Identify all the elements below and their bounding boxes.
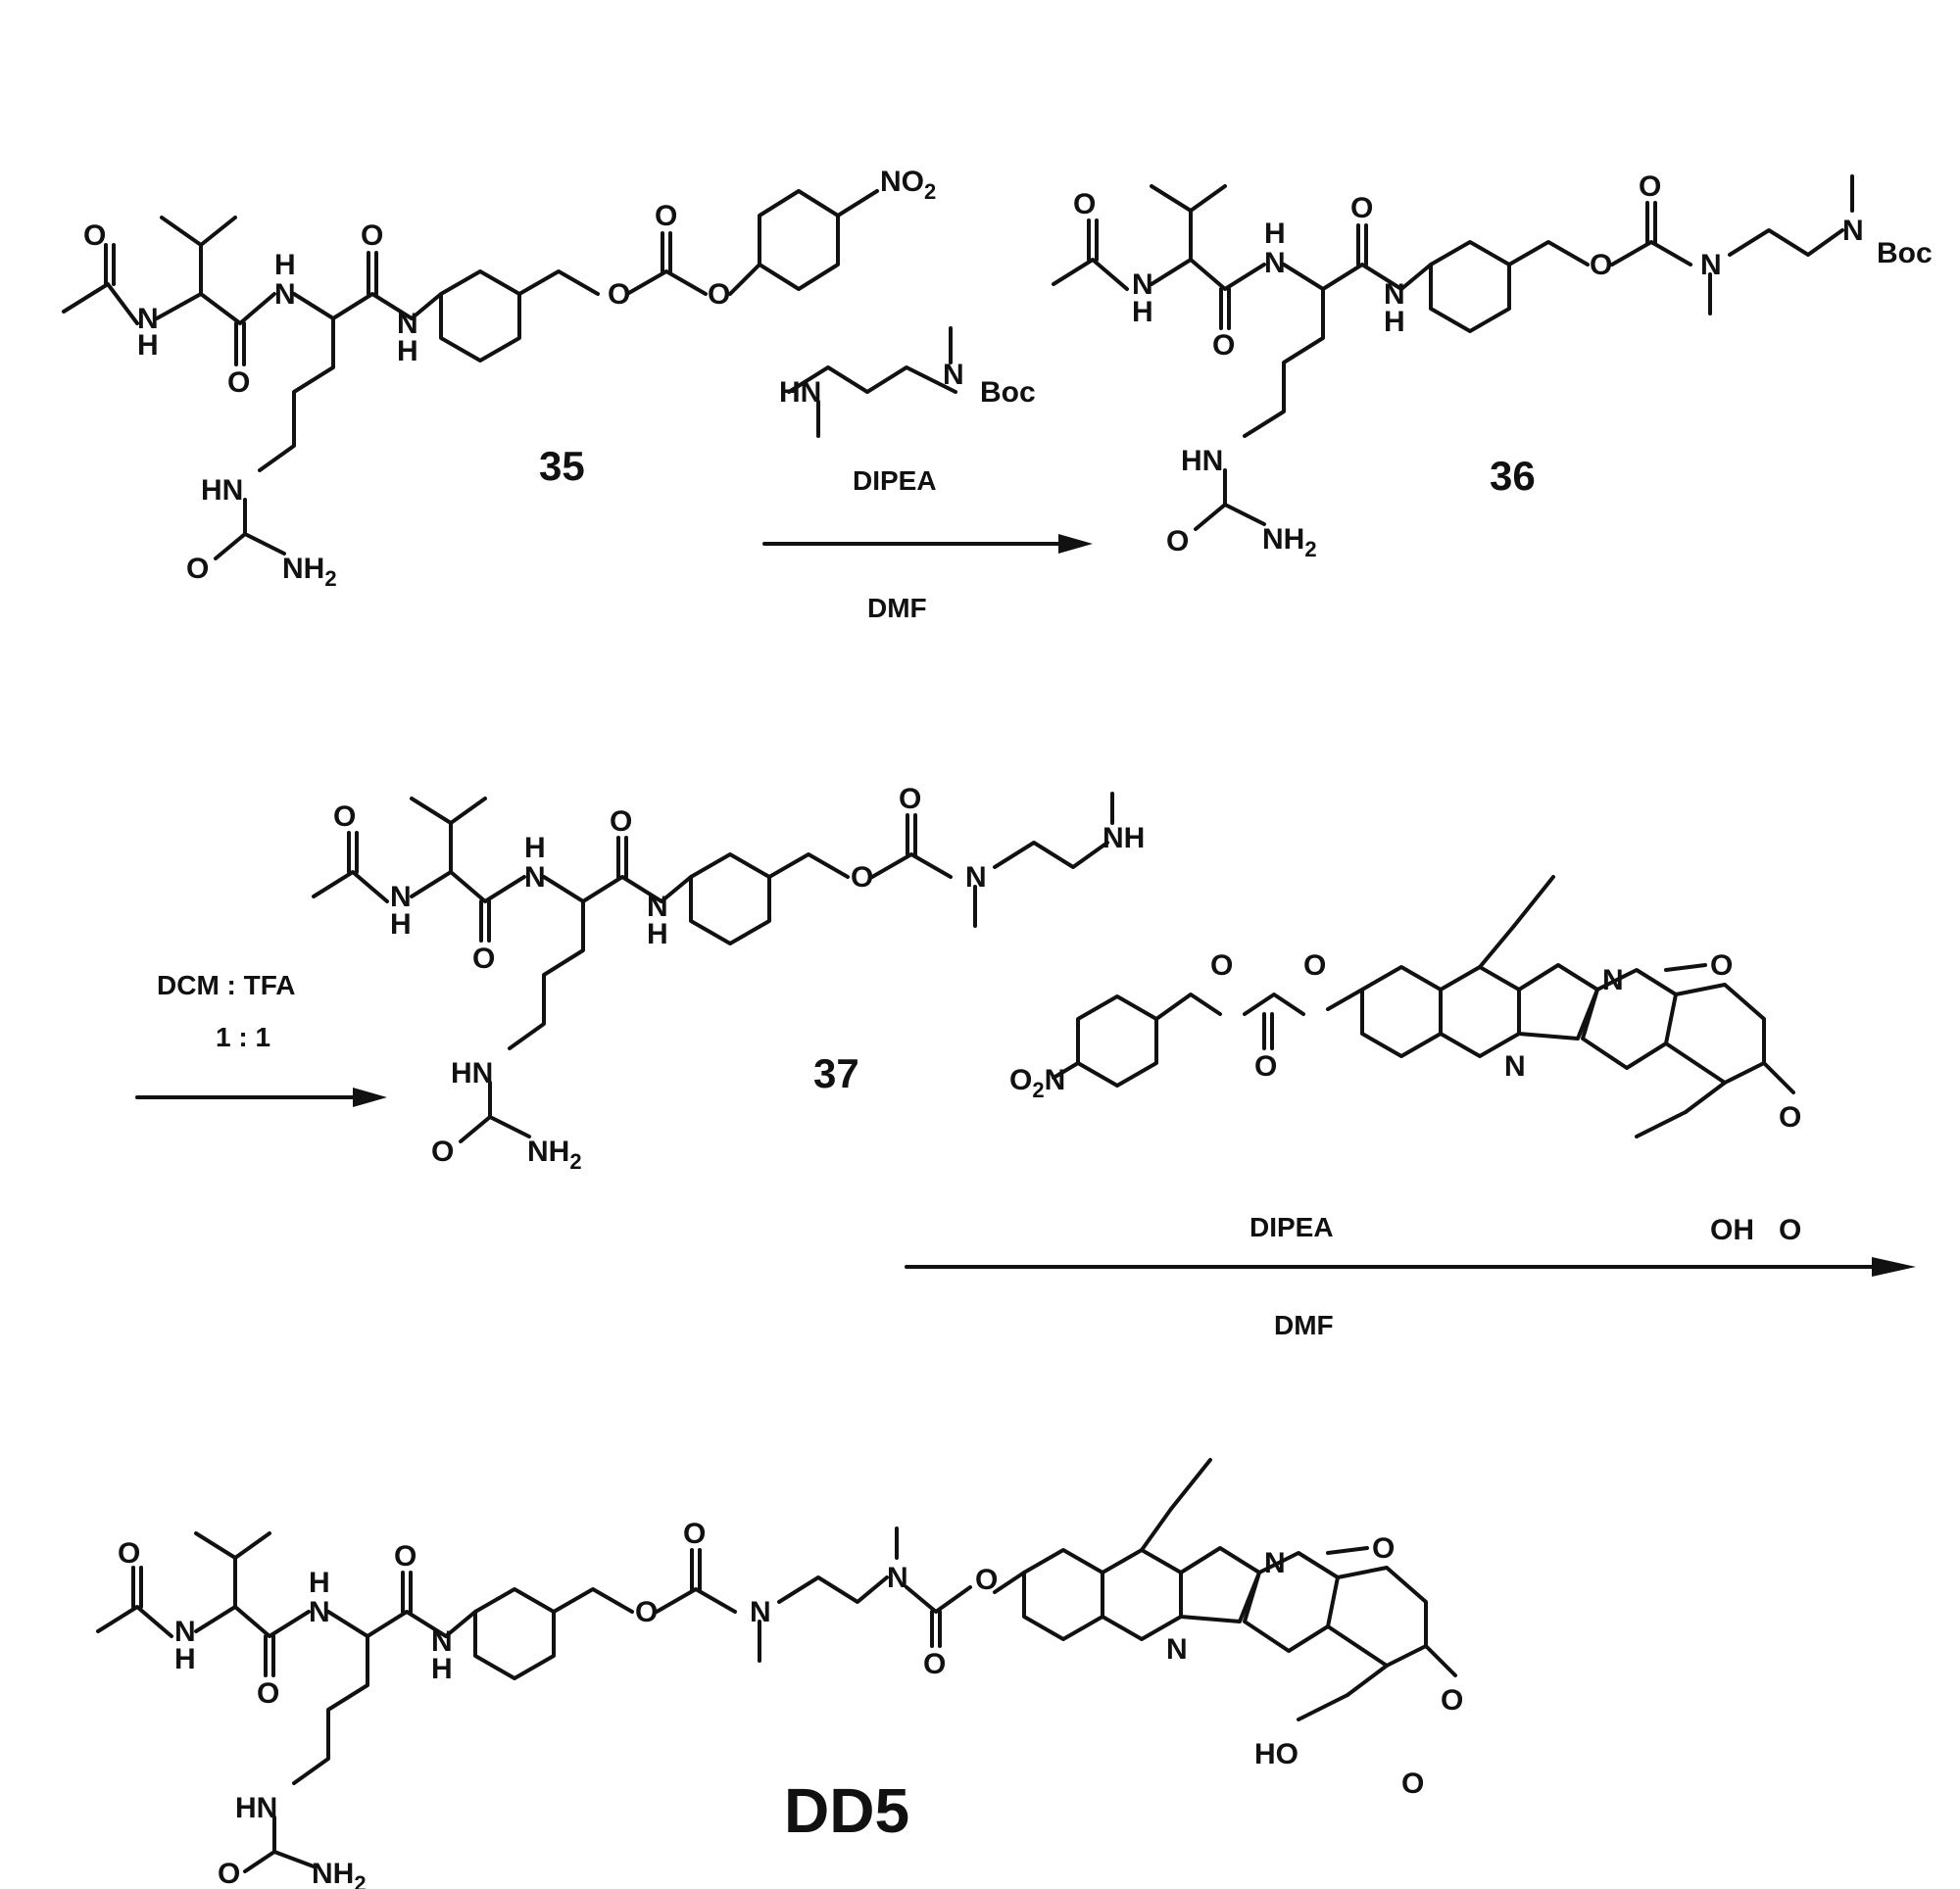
- atom-o: O: [361, 219, 383, 252]
- atom-hn: HN: [451, 1057, 493, 1090]
- atom-h: H: [431, 1653, 453, 1685]
- atom-no2: NO2: [880, 166, 936, 204]
- atom-o: O: [608, 278, 630, 311]
- atom-h: H: [174, 1643, 196, 1675]
- atom-o: O: [655, 200, 677, 232]
- atom-o: O: [1073, 188, 1096, 220]
- compound-label-dd5: DD5: [784, 1775, 909, 1846]
- atom-o: O: [1212, 329, 1235, 362]
- atom-ho: HO: [1254, 1738, 1298, 1770]
- atom-h: H: [274, 249, 296, 281]
- atom-o: O: [610, 805, 632, 838]
- atom-oh: OH: [1710, 1214, 1754, 1246]
- step2-ratio-label: 1 : 1: [216, 1022, 270, 1052]
- atom-n: N: [524, 861, 546, 894]
- atom-o: O: [1710, 949, 1733, 982]
- compound-36-structure: [1054, 176, 1852, 529]
- step3-reagent-label: DIPEA: [1250, 1212, 1334, 1242]
- atom-n: N: [309, 1596, 330, 1628]
- step2-arrow: [137, 1088, 387, 1107]
- atom-n: N: [1602, 964, 1624, 996]
- atom-nh2: NH2: [312, 1858, 367, 1889]
- atom-o: O: [851, 861, 873, 894]
- atom-o: O: [1210, 949, 1233, 982]
- atom-nh2: NH2: [527, 1136, 582, 1174]
- atom-o2n: O2N: [1009, 1064, 1065, 1102]
- atom-h: H: [309, 1567, 330, 1599]
- atom-o: O: [431, 1136, 454, 1168]
- atom-o: O: [1590, 249, 1612, 281]
- atom-h: H: [1264, 218, 1286, 250]
- atom-n: N: [1264, 1547, 1286, 1579]
- atom-o: O: [1779, 1214, 1801, 1246]
- atom-o: O: [1350, 192, 1373, 224]
- step1-arrow: [764, 534, 1093, 554]
- step1-reagent-label: DIPEA: [853, 465, 937, 496]
- atom-hn: HN: [235, 1792, 277, 1824]
- atom-o: O: [683, 1518, 706, 1550]
- atom-hn: HN: [1181, 445, 1223, 477]
- atom-n: N: [750, 1596, 771, 1628]
- atom-boc: Boc: [1877, 237, 1933, 269]
- atom-n: N: [1842, 215, 1864, 247]
- atom-n: N: [943, 359, 964, 391]
- atom-o: O: [472, 943, 495, 975]
- atom-o: O: [186, 553, 209, 585]
- atom-o: O: [899, 783, 921, 815]
- atom-h: H: [647, 918, 668, 950]
- atom-n: N: [274, 278, 296, 311]
- atom-n: N: [1700, 249, 1722, 281]
- atom-o: O: [1401, 1768, 1424, 1800]
- atom-h: H: [137, 329, 159, 362]
- atom-o: O: [118, 1537, 140, 1570]
- atom-nh2: NH2: [1262, 523, 1317, 561]
- atom-o: O: [1441, 1684, 1463, 1717]
- compound-label-35: 35: [539, 443, 585, 489]
- atom-o: O: [1372, 1532, 1395, 1565]
- atom-o: O: [227, 366, 250, 399]
- atom-n: N: [1264, 247, 1286, 279]
- atom-o: O: [83, 219, 106, 252]
- step2-reagent-label: DCM : TFA: [157, 970, 296, 1000]
- atom-o: O: [1254, 1050, 1277, 1083]
- step1-solvent-label: DMF: [867, 593, 927, 623]
- compound-label-37: 37: [813, 1050, 859, 1096]
- compound-dd5-structure: [98, 1460, 1455, 1871]
- atom-o: O: [1639, 170, 1661, 203]
- compound-37-structure: [314, 794, 1112, 1141]
- atom-o: O: [218, 1858, 240, 1889]
- atom-o: O: [635, 1596, 658, 1628]
- camptothecin-carbonate-reagent-structure: [1054, 877, 1793, 1137]
- atom-o: O: [923, 1648, 946, 1680]
- atom-n: N: [887, 1562, 908, 1594]
- atom-o: O: [333, 800, 356, 833]
- atom-nh: NH: [1102, 822, 1145, 854]
- compound-label-36: 36: [1490, 453, 1536, 499]
- atom-o: O: [1166, 525, 1189, 557]
- atom-h: H: [524, 832, 546, 864]
- compound-35-structure: [64, 191, 877, 558]
- atom-nh2: NH2: [282, 553, 337, 591]
- atom-h: H: [397, 335, 418, 367]
- step3-solvent-label: DMF: [1274, 1310, 1334, 1340]
- atom-n: N: [1504, 1050, 1526, 1083]
- atom-o: O: [975, 1564, 998, 1596]
- atom-o: O: [257, 1677, 279, 1710]
- atom-o: O: [708, 278, 730, 311]
- atom-h: H: [390, 908, 412, 941]
- atom-n: N: [965, 861, 987, 894]
- atom-n: N: [1166, 1633, 1188, 1666]
- step3-arrow: [906, 1257, 1916, 1277]
- atom-h: H: [1384, 306, 1405, 338]
- atom-o: O: [1303, 949, 1326, 982]
- atom-h: H: [1132, 296, 1153, 328]
- atom-o: O: [394, 1540, 416, 1573]
- atom-o: O: [1779, 1101, 1801, 1134]
- atom-hn: HN: [201, 474, 243, 507]
- atom-boc: Boc: [980, 376, 1036, 409]
- atom-hn: HN: [779, 376, 821, 409]
